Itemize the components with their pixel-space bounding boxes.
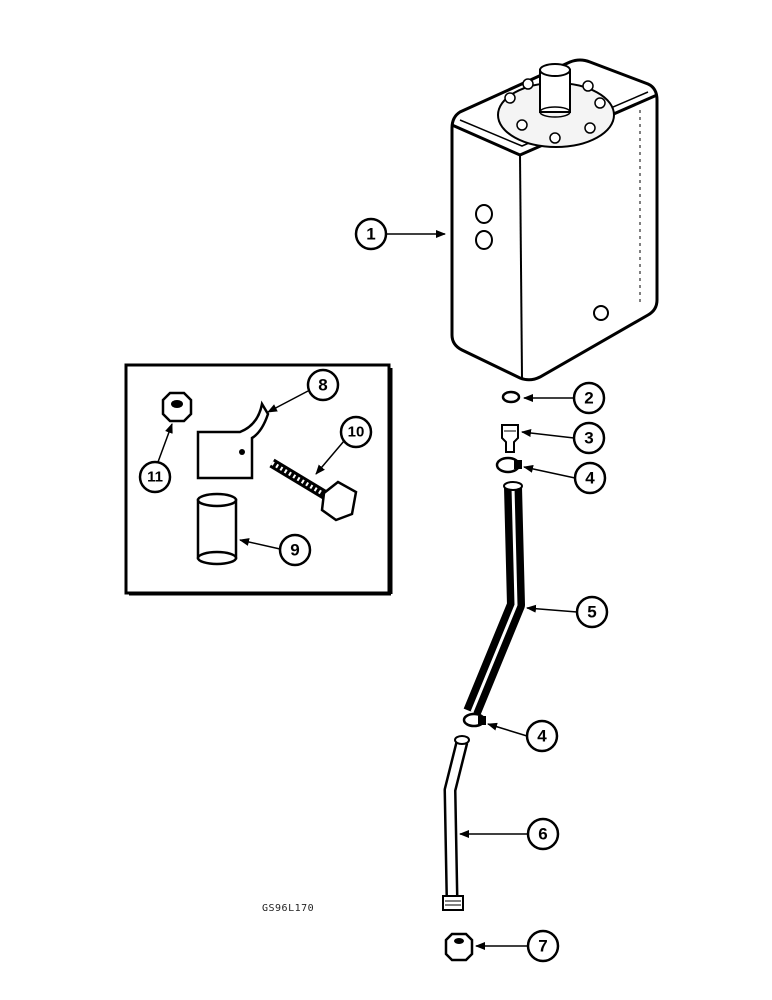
hose-clamp-lower-part	[462, 712, 486, 728]
callout-1-label: 1	[366, 225, 375, 244]
callout-4-upper: 4	[523, 461, 607, 495]
callout-10-label: 10	[348, 424, 365, 441]
figure-reference-code: GS96L170	[262, 903, 315, 914]
clamp-bracket-part	[196, 400, 270, 480]
callout-5-label: 5	[587, 603, 596, 622]
callout-3: 3	[521, 421, 606, 455]
lock-nut-part	[161, 391, 193, 423]
o-ring-part	[501, 390, 521, 404]
callout-7-label: 7	[538, 937, 547, 956]
callout-11: 11	[138, 423, 173, 494]
bolt-part	[269, 458, 358, 522]
callout-2: 2	[523, 381, 606, 415]
callout-10: 10	[315, 415, 373, 475]
callout-8-label: 8	[318, 376, 327, 395]
reservoir-tank	[450, 58, 659, 382]
hardware-inset-box	[124, 363, 393, 596]
callout-4-lower: 4	[487, 719, 559, 753]
tube-nut-part	[444, 932, 474, 962]
callout-2-label: 2	[584, 389, 593, 408]
spacer-sleeve-part	[196, 492, 238, 566]
callout-4-lower-label: 4	[537, 727, 547, 746]
callout-7: 7	[475, 929, 560, 963]
steel-tube-part	[442, 735, 470, 911]
hose-clamp-upper-part	[495, 456, 522, 474]
callout-4-upper-label: 4	[585, 469, 595, 488]
hose-part	[463, 481, 525, 716]
callout-5: 5	[526, 595, 609, 629]
callout-9: 9	[239, 533, 312, 567]
callout-8: 8	[267, 368, 340, 413]
callout-1: 1	[354, 217, 446, 251]
callout-3-label: 3	[584, 429, 593, 448]
callout-11-label: 11	[147, 469, 163, 486]
callout-6-label: 6	[538, 825, 547, 844]
callout-9-label: 9	[290, 541, 299, 560]
adapter-fitting-part	[501, 424, 519, 453]
callout-6: 6	[459, 817, 560, 851]
